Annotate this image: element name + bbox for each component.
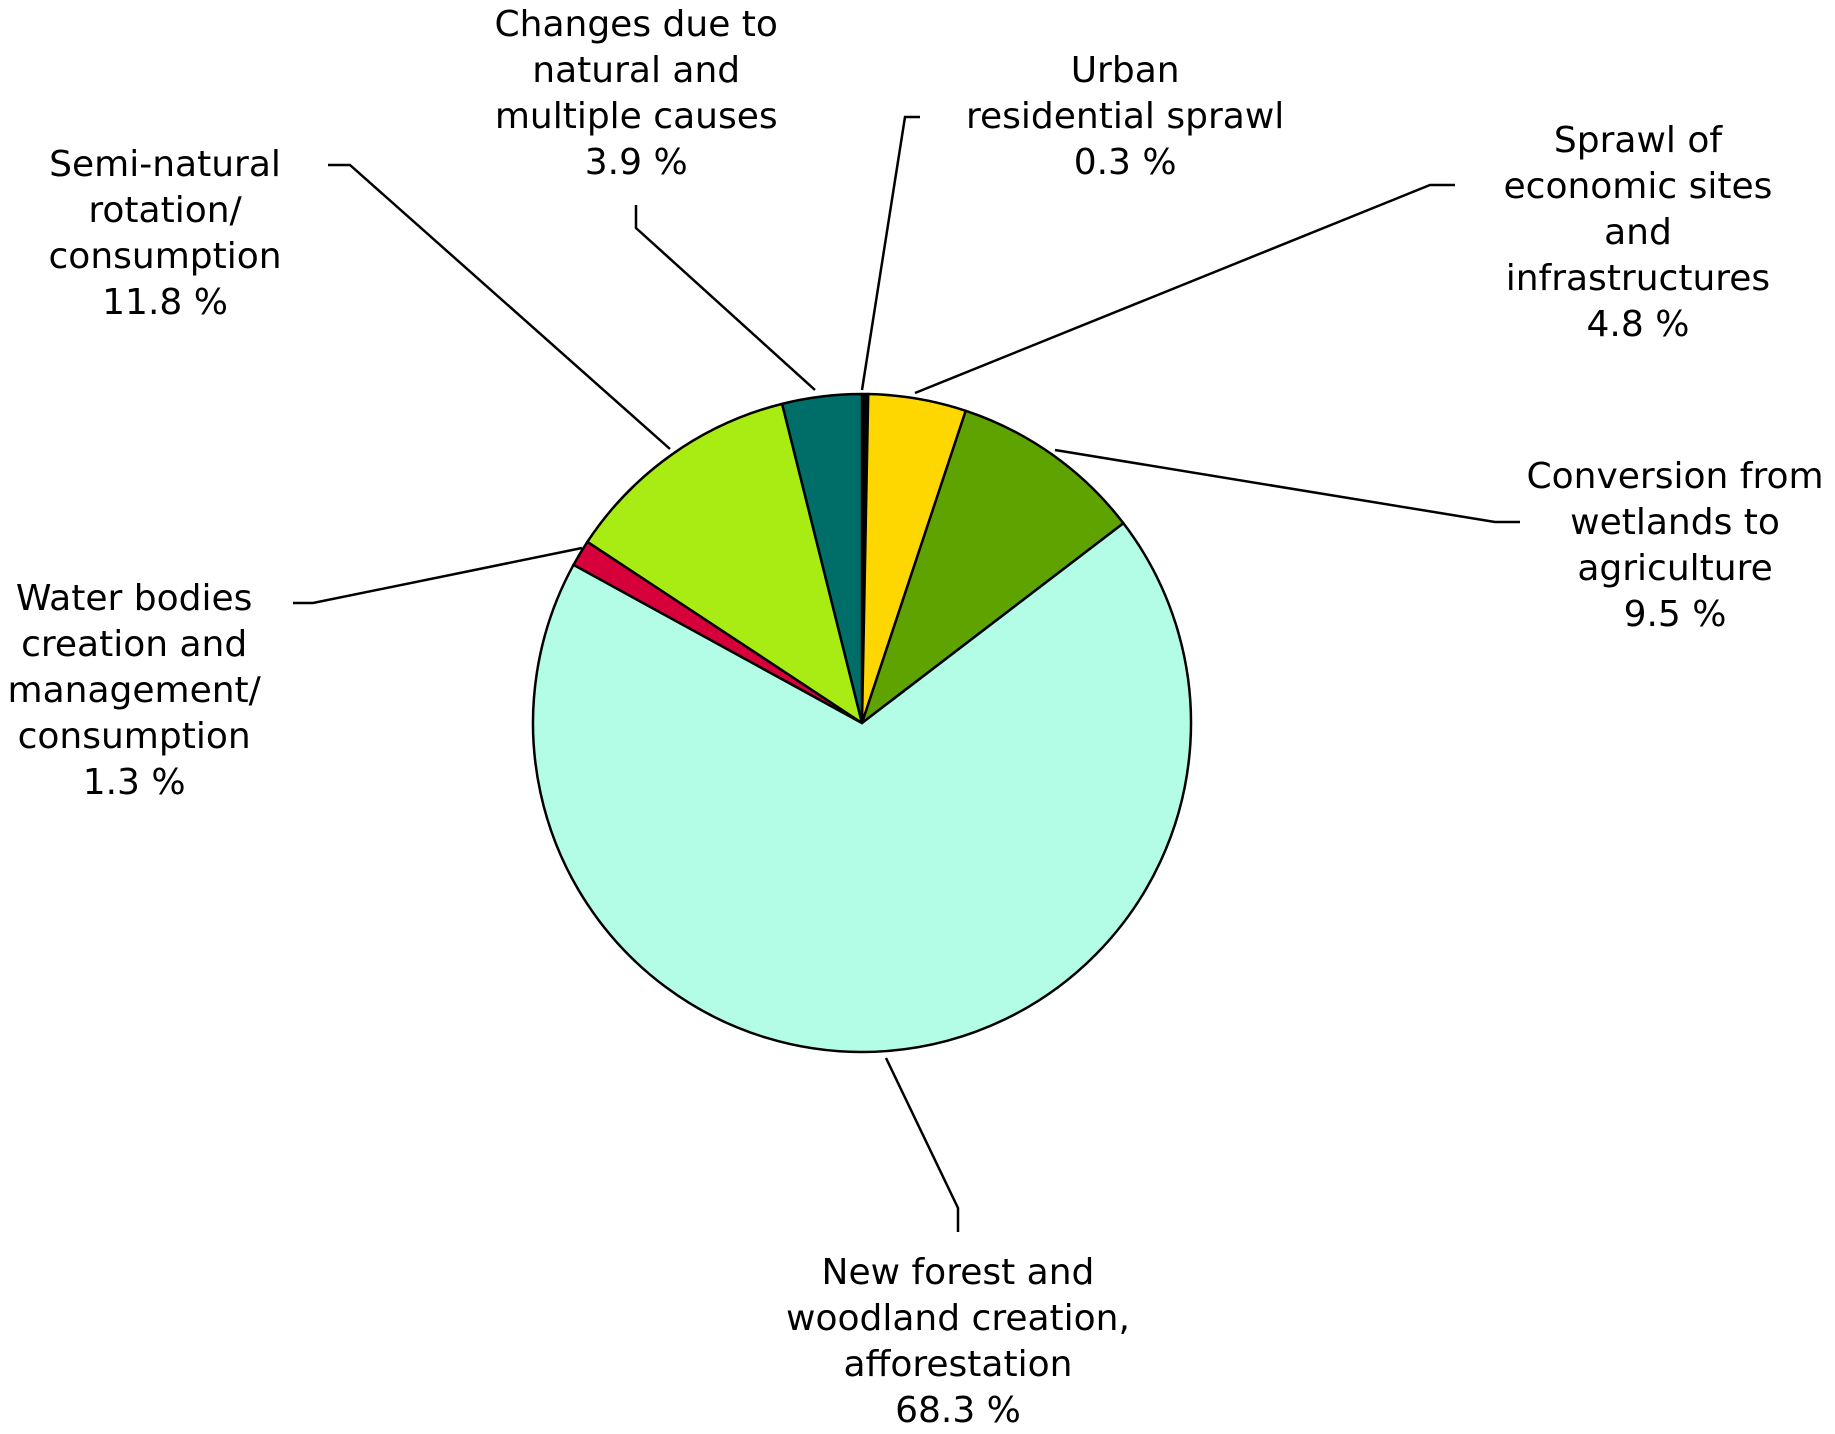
slice-label-line: infrastructures xyxy=(1505,258,1771,299)
slice-value-label: 0.3 % xyxy=(1073,142,1177,183)
leader-line xyxy=(634,205,816,391)
slice-label-line: Semi-natural xyxy=(49,144,281,185)
leader-lines xyxy=(293,115,1520,1232)
slice-label-line: natural and xyxy=(532,50,741,91)
slice-label-line: Urban xyxy=(1070,50,1180,91)
slice-label-line: Changes due to xyxy=(494,4,778,45)
slice-label-line: management/ xyxy=(7,670,261,711)
slice-label-line: and xyxy=(1604,212,1672,253)
slice-label: Sprawl of economic sites and infrastructure… xyxy=(1504,118,1773,348)
slice-value-label: 9.5 % xyxy=(1623,594,1727,635)
slice-label-line: creation and xyxy=(21,624,248,665)
leader-line xyxy=(328,163,671,450)
pie-slice xyxy=(860,409,1125,725)
slice-label-line: wetlands to xyxy=(1570,502,1780,543)
leader-line xyxy=(884,1057,960,1232)
slice-label-line: agriculture xyxy=(1577,548,1773,589)
slice-label: Conversion from wetlands to agriculture 9.5… xyxy=(1527,454,1824,638)
slice-label-line: Conversion from xyxy=(1526,456,1824,497)
slice-value-label: 1.3 % xyxy=(82,762,186,803)
leader-line xyxy=(860,115,920,391)
slice-label-line: Water bodies xyxy=(15,578,253,619)
pie-slice xyxy=(586,402,864,725)
slice-label: New forest and woodland creation, afforest… xyxy=(786,1250,1130,1434)
slice-label-line: Sprawl of xyxy=(1553,120,1723,161)
slice-label-line: rotation/ xyxy=(88,190,242,231)
leader-line xyxy=(293,546,583,605)
slice-label-line: consumption xyxy=(17,716,251,757)
leader-line xyxy=(1054,448,1520,524)
slice-label-line: afforestation xyxy=(843,1344,1073,1385)
pie-slices xyxy=(531,392,1193,1054)
slice-label: Urban residential sprawl 0.3 % xyxy=(966,48,1284,186)
slice-label-line: consumption xyxy=(48,236,282,277)
slice-label-line: New forest and xyxy=(821,1252,1095,1293)
leader-line xyxy=(914,183,1455,395)
slice-label-line: woodland creation, xyxy=(786,1298,1130,1339)
slice-label: Changes due to natural and multiple causes… xyxy=(495,2,778,186)
slice-label-line: residential sprawl xyxy=(966,96,1285,137)
slice-value-label: 3.9 % xyxy=(584,142,688,183)
pie-slice xyxy=(531,521,1193,1054)
slice-label: Water bodies creation and management/consu… xyxy=(8,576,261,806)
slice-label-line: economic sites xyxy=(1503,166,1773,207)
slice-label-line: multiple causes xyxy=(494,96,778,137)
slice-value-label: 11.8 % xyxy=(102,282,228,323)
slice-value-label: 4.8 % xyxy=(1586,304,1690,345)
slice-value-label: 68.3 % xyxy=(895,1390,1021,1431)
pie-slice xyxy=(780,392,864,725)
slice-label: Semi-natural rotation/consumption 11.8 % xyxy=(49,142,282,326)
